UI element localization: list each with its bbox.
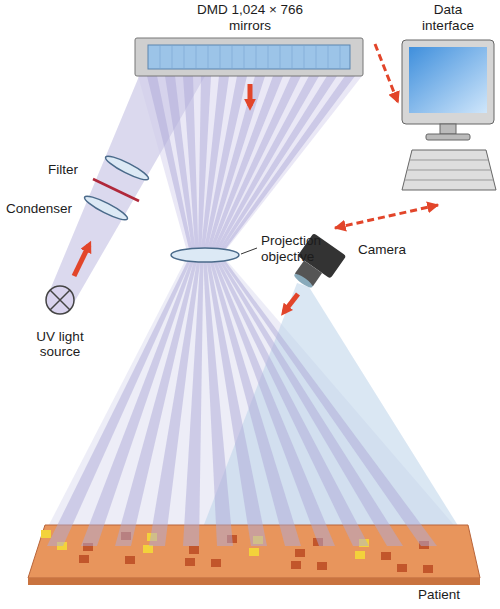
monitor-screen (409, 47, 487, 113)
light-beam (213, 76, 319, 255)
uv-light-source: UV light source (8, 284, 112, 364)
light-beam (216, 255, 404, 546)
part-label: Condenser (6, 201, 86, 217)
filter-plate (93, 179, 139, 201)
keyboard (402, 150, 496, 190)
treatment-spot (291, 561, 301, 569)
node-label: Data interface (412, 2, 484, 33)
treatment-spot (355, 551, 365, 559)
node-label: DMD 1,024 × 766 mirrors (185, 2, 315, 33)
light-beam (216, 76, 338, 255)
monitor-frame (402, 40, 494, 124)
node-label: Camera (358, 242, 406, 258)
uv-light-band (50, 74, 205, 306)
keyboard-keys (405, 160, 494, 180)
leader-line (241, 248, 257, 254)
mirror-grid-line (184, 45, 185, 69)
dmd-device: DMD 1,024 × 766 mirrors (125, 0, 375, 80)
keyboard-key-row (410, 160, 489, 161)
camera-lens-glass (293, 272, 314, 290)
label-holder: Filter (48, 162, 108, 178)
light-beam (183, 255, 204, 546)
part-label: Projection objective (261, 233, 343, 264)
mirror-grid-line (340, 45, 341, 69)
mirror-grid-line (244, 45, 245, 69)
treatment-spot (185, 558, 195, 566)
light-beam (211, 255, 336, 546)
uv-lamp-cross (50, 290, 70, 310)
light-direction-arrow (248, 84, 253, 106)
treatment-spot (423, 565, 433, 573)
mirror-grid-line (208, 45, 209, 69)
dmd-mirror-array (148, 45, 350, 69)
dmd-housing (135, 38, 363, 76)
label-holder: Condenser (6, 201, 86, 217)
condenser-lens (82, 193, 129, 224)
treatment-spot (41, 530, 51, 538)
view-direction-arrow (284, 294, 298, 312)
treatment-spot (397, 564, 407, 572)
label-holder: Projection objective (261, 233, 343, 264)
light-direction-arrow (74, 245, 89, 276)
treatment-spot (79, 555, 89, 563)
part-label: Filter (48, 162, 108, 178)
mirror-grid-line (220, 45, 221, 69)
monitor-base (426, 134, 470, 140)
data-link-arrow (335, 205, 438, 228)
treatment-spot (317, 562, 327, 570)
mirror-grid-line (292, 45, 293, 69)
treatment-spot (125, 556, 135, 564)
mirror-grid-line (280, 45, 281, 69)
mirror-grid-line (304, 45, 305, 69)
light-beam (47, 255, 194, 546)
projection-beams (47, 76, 437, 546)
mirror-grid-line (316, 45, 317, 69)
treatment-spot (211, 559, 221, 567)
mirror-grid-line (256, 45, 257, 69)
light-beam (213, 255, 369, 546)
light-beam (218, 76, 355, 255)
mirror-grid (160, 45, 340, 69)
patient-skin-edge (28, 578, 480, 585)
mirror-grid-line (328, 45, 329, 69)
monitor-stand (440, 124, 456, 134)
treatment-spot (295, 549, 305, 557)
projection-lens (171, 248, 239, 262)
mirror-grid-line (268, 45, 269, 69)
treatment-spot (381, 552, 391, 560)
filter-lens (103, 153, 150, 184)
data-link-arrow (375, 44, 398, 103)
keyboard-key-row (407, 170, 491, 171)
light-beam (218, 255, 437, 546)
treatment-spot (189, 546, 199, 554)
keyboard-key-row (405, 180, 494, 181)
mirror-grid-line (196, 45, 197, 69)
node-label: Patient (418, 587, 460, 603)
treatment-spot (143, 545, 153, 553)
mirror-grid-line (232, 45, 233, 69)
mirror-grid-line (172, 45, 173, 69)
treatment-spot (249, 548, 259, 556)
mirror-grid-line (160, 45, 161, 69)
data-interface-computer: Data interface (398, 0, 498, 205)
light-beam (183, 76, 199, 255)
uv-lamp (46, 286, 74, 314)
patient: Patient (20, 518, 486, 606)
projection-light-upper (138, 76, 362, 255)
node-label: UV light source (20, 329, 100, 360)
